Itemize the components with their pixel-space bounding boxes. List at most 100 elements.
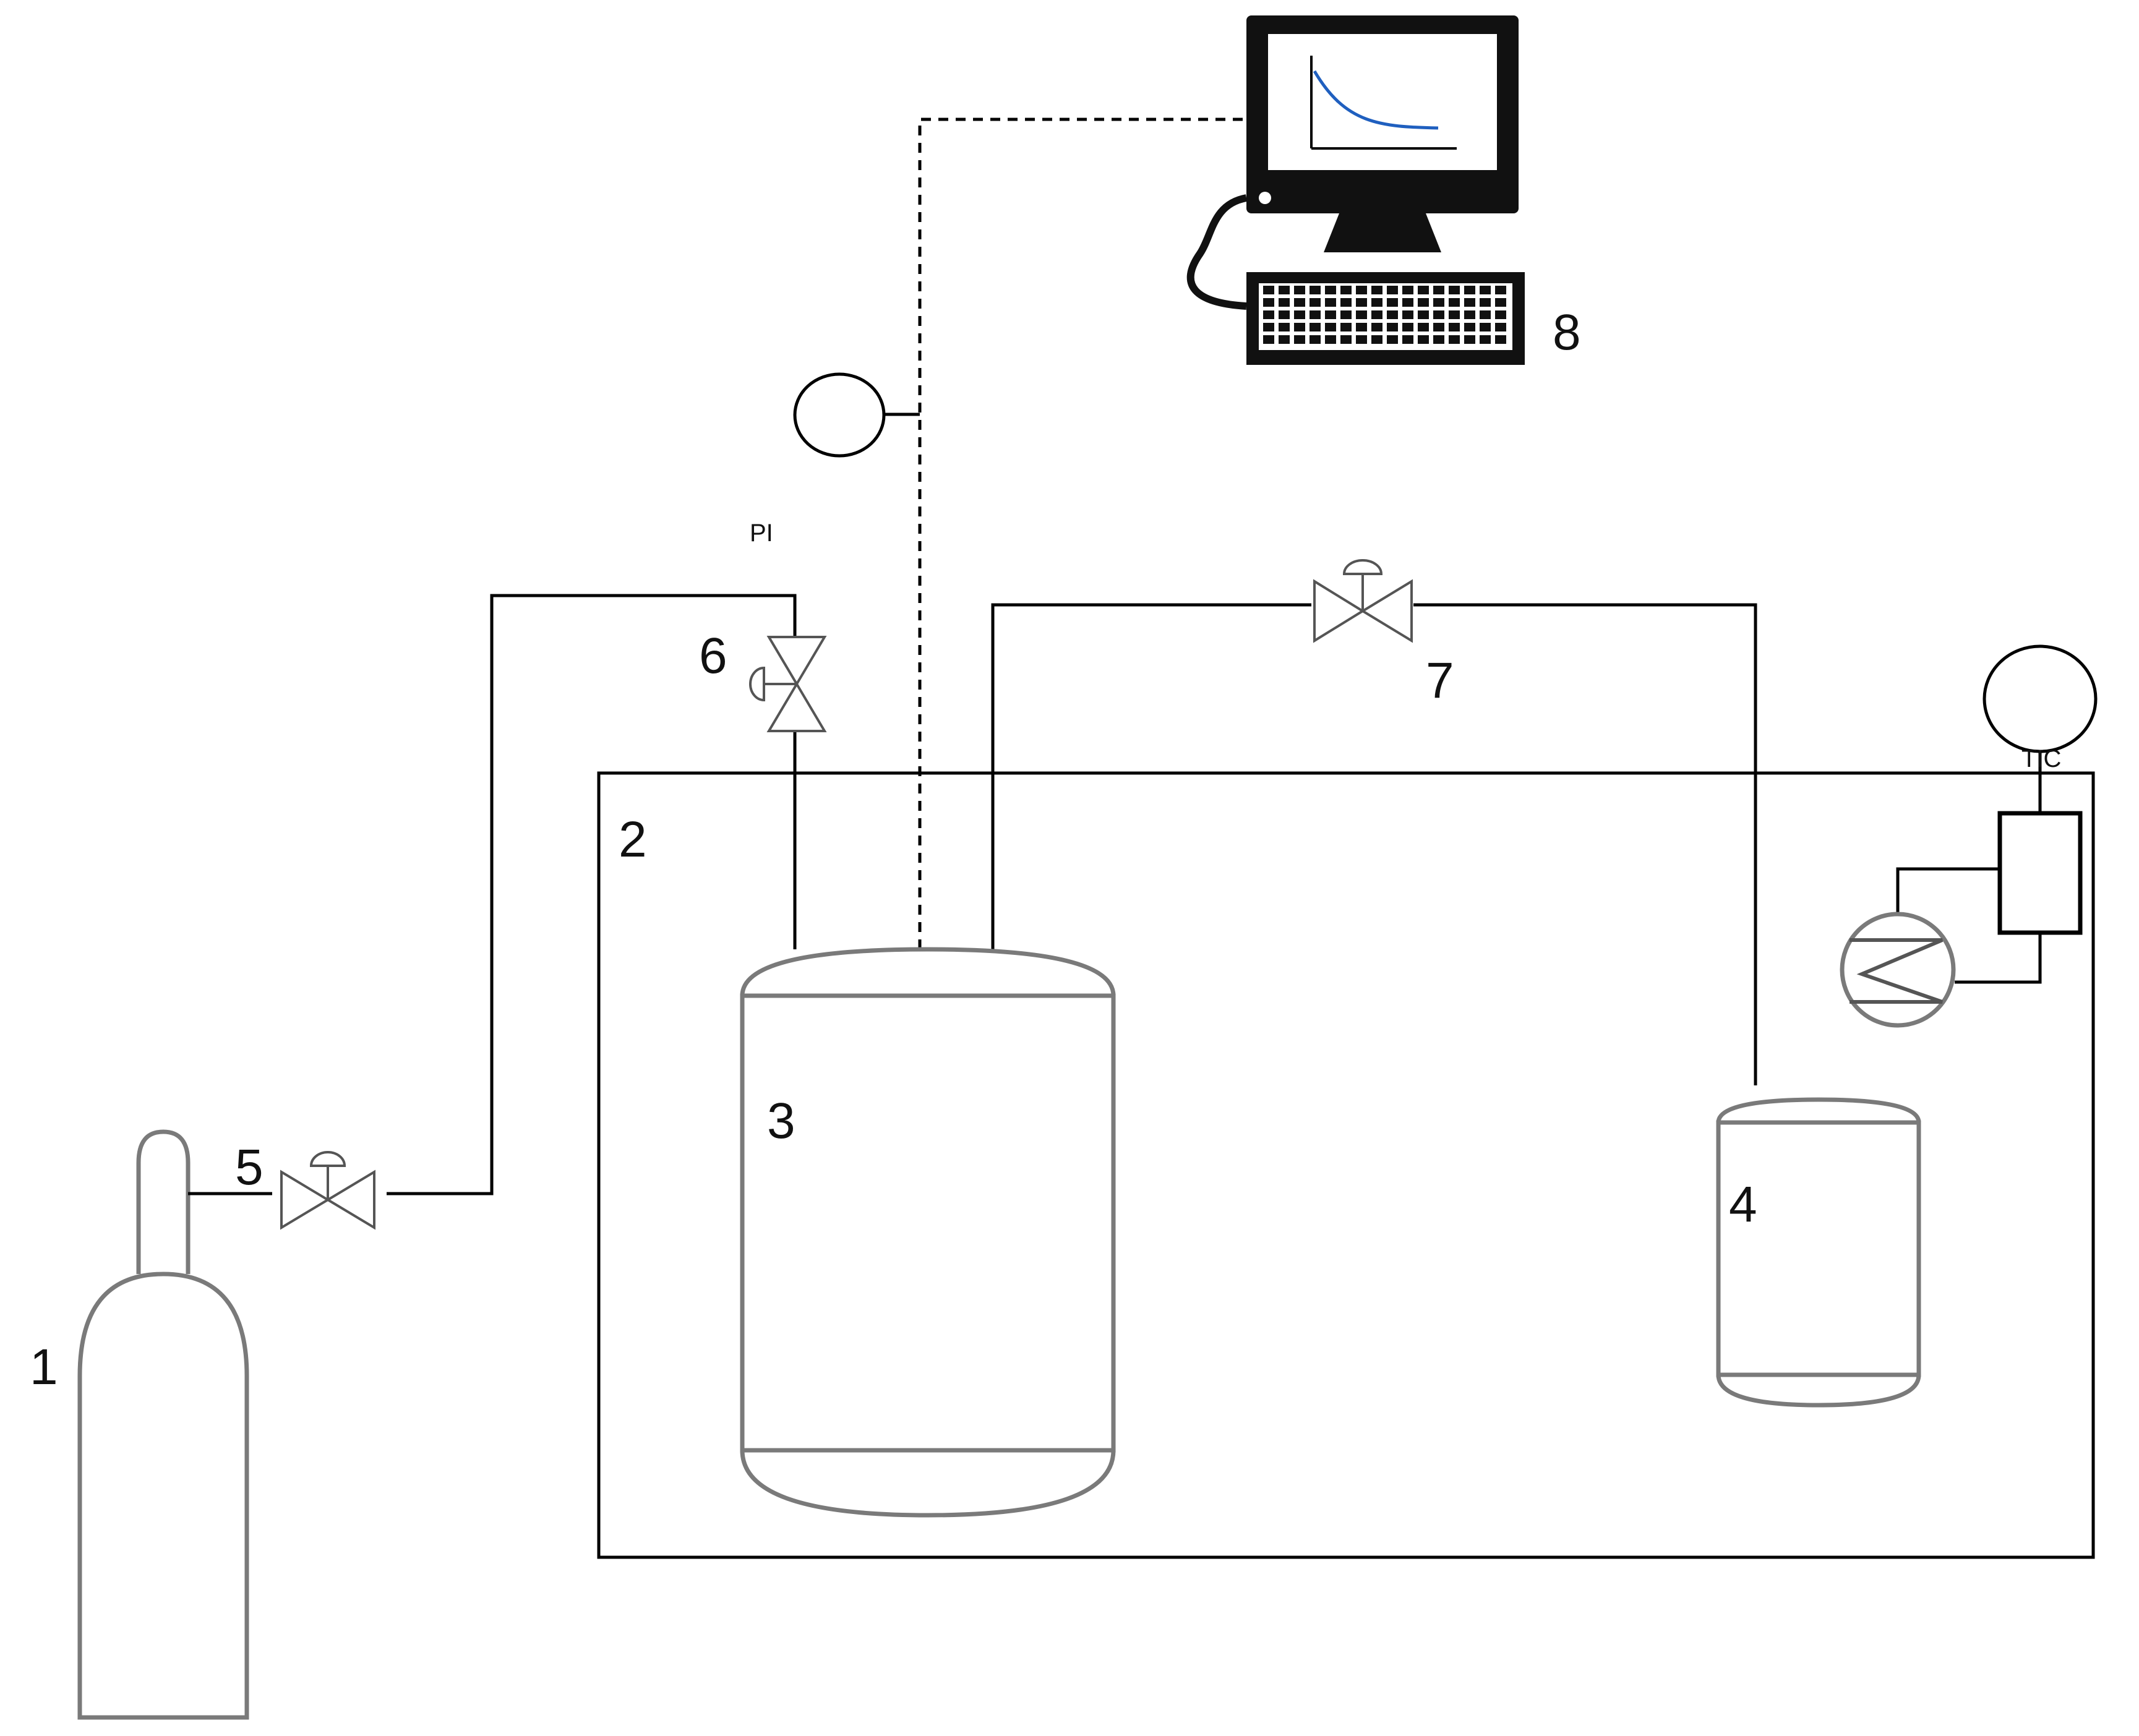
keyboard-key bbox=[1340, 335, 1352, 344]
temperature-indicator-circle bbox=[1983, 644, 2098, 753]
collection-vessel bbox=[1716, 1097, 1921, 1408]
keyboard-key bbox=[1263, 335, 1274, 344]
keyboard-key bbox=[1371, 310, 1382, 319]
keyboard-key bbox=[1464, 335, 1475, 344]
keyboard-key bbox=[1279, 335, 1290, 344]
valve-5 bbox=[280, 1151, 375, 1230]
valve-7 bbox=[1313, 559, 1413, 643]
keyboard-key bbox=[1356, 298, 1367, 307]
keyboard-key bbox=[1325, 286, 1336, 294]
keyboard-key bbox=[1402, 323, 1413, 331]
pressure-indicator-circle bbox=[793, 372, 886, 458]
keyboard-key bbox=[1263, 286, 1274, 294]
keyboard-key bbox=[1310, 335, 1321, 344]
keyboard-key bbox=[1310, 310, 1321, 319]
keyboard-key bbox=[1356, 335, 1367, 344]
keyboard-key bbox=[1495, 286, 1506, 294]
temperature-enclosure bbox=[597, 771, 2095, 1559]
monitor-stand bbox=[1324, 213, 1441, 252]
keyboard-key bbox=[1356, 286, 1367, 294]
keyboard-key bbox=[1356, 323, 1367, 331]
keyboard-keys bbox=[1263, 286, 1506, 344]
keyboard-key bbox=[1449, 310, 1460, 319]
keyboard-key bbox=[1449, 286, 1460, 294]
temperature-controller bbox=[1840, 644, 2098, 1028]
keyboard-key bbox=[1402, 310, 1413, 319]
label-3: 3 bbox=[767, 1093, 795, 1149]
label-tic: TIC bbox=[2021, 745, 2061, 772]
keyboard-key bbox=[1433, 310, 1444, 319]
signal-line-to-computer bbox=[918, 118, 1246, 949]
keyboard-key bbox=[1480, 323, 1491, 331]
keyboard-key bbox=[1340, 323, 1352, 331]
heater-circle bbox=[1840, 912, 1956, 1028]
keyboard-key bbox=[1371, 335, 1382, 344]
keyboard-key bbox=[1480, 298, 1491, 307]
keyboard-key bbox=[1464, 298, 1475, 307]
keyboard-key bbox=[1402, 286, 1413, 294]
label-1: 1 bbox=[30, 1339, 58, 1395]
keyboard-key bbox=[1294, 323, 1305, 331]
keyboard-key bbox=[1387, 310, 1398, 319]
keyboard-key bbox=[1371, 323, 1382, 331]
keyboard-key bbox=[1418, 286, 1429, 294]
pipe-valve-5-to-valve-6 bbox=[387, 594, 797, 1195]
computer-workstation bbox=[1186, 15, 1525, 365]
power-button-icon bbox=[1259, 192, 1271, 204]
heater-coil-icon bbox=[1850, 938, 1944, 1004]
keyboard-key bbox=[1418, 310, 1429, 319]
keyboard-key bbox=[1325, 323, 1336, 331]
keyboard-key bbox=[1418, 298, 1429, 307]
keyboard-key bbox=[1310, 323, 1321, 331]
label-8: 8 bbox=[1553, 304, 1581, 361]
keyboard-key bbox=[1371, 298, 1382, 307]
keyboard-key bbox=[1402, 298, 1413, 307]
keyboard-key bbox=[1387, 323, 1398, 331]
keyboard-key bbox=[1279, 286, 1290, 294]
keyboard-key bbox=[1263, 323, 1274, 331]
keyboard-key bbox=[1279, 323, 1290, 331]
keyboard-key bbox=[1263, 310, 1274, 319]
label-7: 7 bbox=[1426, 652, 1454, 709]
keyboard-key bbox=[1294, 335, 1305, 344]
gas-cylinder bbox=[77, 1129, 249, 1720]
keyboard-key bbox=[1495, 335, 1506, 344]
keyboard-key bbox=[1325, 298, 1336, 307]
keyboard-key bbox=[1449, 323, 1460, 331]
keyboard-key bbox=[1310, 298, 1321, 307]
keyboard-key bbox=[1480, 286, 1491, 294]
keyboard-cable bbox=[1186, 194, 1248, 310]
label-5: 5 bbox=[235, 1139, 264, 1195]
keyboard-key bbox=[1340, 286, 1352, 294]
keyboard-key bbox=[1387, 298, 1398, 307]
keyboard-key bbox=[1340, 298, 1352, 307]
keyboard-key bbox=[1480, 335, 1491, 344]
keyboard-key bbox=[1433, 323, 1444, 331]
keyboard-key bbox=[1294, 298, 1305, 307]
keyboard-key bbox=[1464, 286, 1475, 294]
keyboard-key bbox=[1418, 335, 1429, 344]
label-6: 6 bbox=[699, 628, 727, 684]
keyboard-key bbox=[1495, 298, 1506, 307]
keyboard-key bbox=[1325, 335, 1336, 344]
keyboard-key bbox=[1340, 310, 1352, 319]
keyboard-key bbox=[1279, 310, 1290, 319]
keyboard-key bbox=[1433, 335, 1444, 344]
label-2: 2 bbox=[619, 811, 647, 868]
keyboard-key bbox=[1263, 298, 1274, 307]
pipe-valve-7-to-vessel-4 bbox=[1413, 603, 1757, 1085]
keyboard-key bbox=[1433, 298, 1444, 307]
keyboard-key bbox=[1464, 310, 1475, 319]
keyboard-key bbox=[1387, 286, 1398, 294]
keyboard-key bbox=[1418, 323, 1429, 331]
keyboard-key bbox=[1480, 310, 1491, 319]
keyboard-key bbox=[1356, 310, 1367, 319]
screen-chart-icon bbox=[1310, 56, 1457, 150]
label-4: 4 bbox=[1729, 1176, 1757, 1233]
reactor-vessel bbox=[740, 947, 1116, 1518]
keyboard-key bbox=[1371, 286, 1382, 294]
keyboard-key bbox=[1325, 310, 1336, 319]
keyboard-key bbox=[1449, 335, 1460, 344]
valve-6 bbox=[749, 636, 827, 732]
controller-box bbox=[1997, 811, 2083, 935]
